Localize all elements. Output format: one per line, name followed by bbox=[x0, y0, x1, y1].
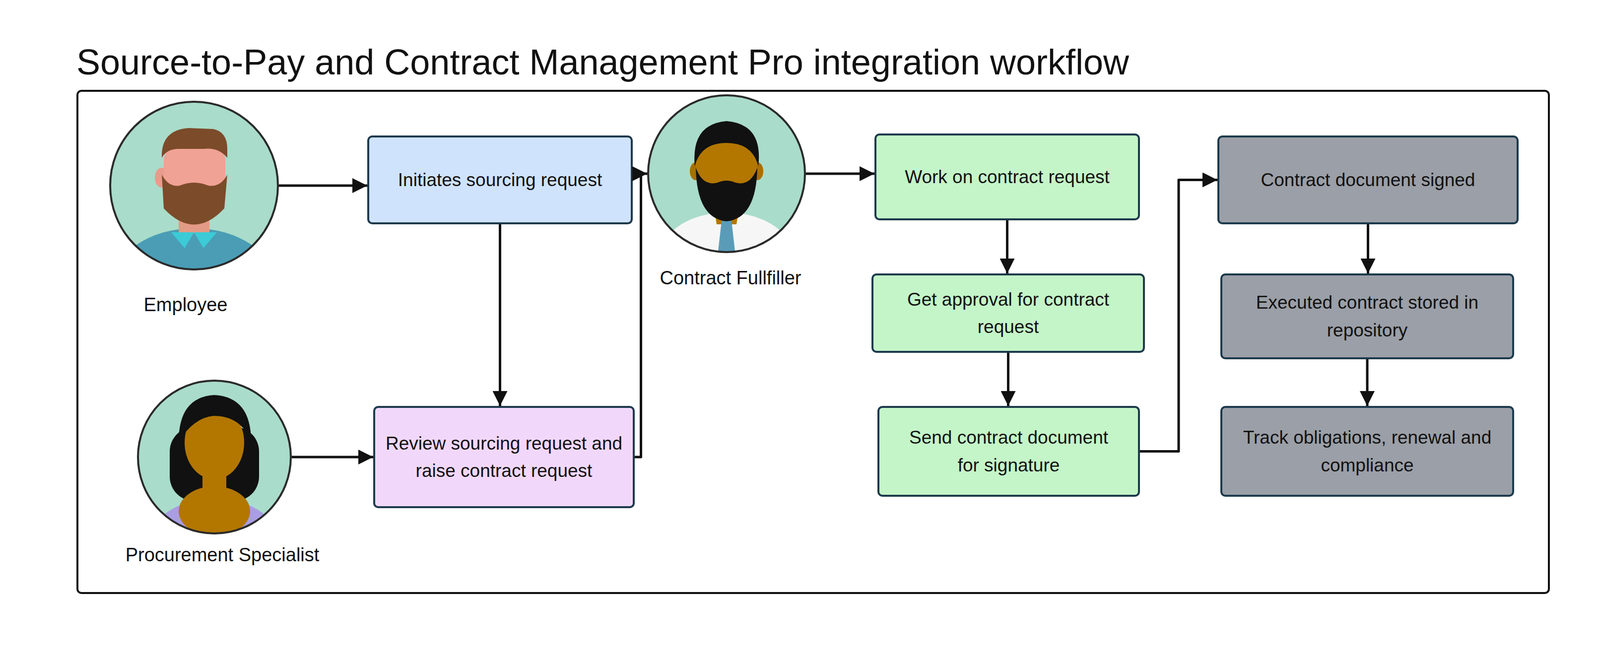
process-box: Work on contract request bbox=[874, 133, 1140, 221]
actor-circle: Procurement Specialist bbox=[136, 379, 292, 535]
actor-circle: Employee bbox=[109, 100, 279, 271]
flow-arrow bbox=[1006, 352, 1010, 406]
process-box: Send contract document for signature bbox=[877, 405, 1140, 497]
flow-arrow bbox=[805, 172, 875, 176]
actor-circle: Contract Fullfiller bbox=[647, 94, 806, 254]
box-text-group: Contract document signed bbox=[1261, 166, 1476, 195]
diagram-title: Source-to-Pay and Contract Management Pr… bbox=[76, 41, 1130, 83]
flow-arrow bbox=[498, 224, 502, 406]
box-text-group: Send contract document for signature bbox=[901, 423, 1117, 479]
process-box: Initiates sourcing request bbox=[367, 135, 633, 225]
process-box: Executed contract stored in repository bbox=[1220, 273, 1515, 360]
box-text: Track obligations, renewal and complianc… bbox=[1226, 423, 1509, 479]
actor-label: Employee bbox=[11, 294, 360, 316]
process-box: Track obligations, renewal and complianc… bbox=[1220, 405, 1515, 497]
box-text-group: Get approval for contract request bbox=[877, 285, 1139, 341]
actor-label: Contract Fullfiller bbox=[556, 267, 905, 289]
box-text-group: Track obligations, renewal and complianc… bbox=[1226, 423, 1509, 479]
box-text: Send contract document for signature bbox=[901, 423, 1117, 479]
box-text: Get approval for contract request bbox=[877, 285, 1139, 341]
flow-arrow bbox=[291, 456, 374, 459]
box-text: Executed contract stored in repository bbox=[1226, 288, 1509, 344]
process-box: Get approval for contract request bbox=[871, 273, 1145, 353]
box-text: Review sourcing request and raise contra… bbox=[379, 429, 629, 485]
flow-arrow bbox=[634, 173, 648, 458]
box-text-group: Review sourcing request and raise contra… bbox=[379, 429, 629, 485]
box-text: Work on contract request bbox=[904, 163, 1110, 192]
flow-arrow bbox=[1005, 220, 1009, 274]
box-text-group: Work on contract request bbox=[904, 163, 1110, 192]
flow-arrow bbox=[1139, 180, 1218, 452]
flow-arrow bbox=[1366, 224, 1370, 274]
box-text-group: Executed contract stored in repository bbox=[1226, 288, 1509, 344]
actor-label: Procurement Specialist bbox=[48, 544, 397, 566]
box-text-group: Initiates sourcing request bbox=[398, 166, 602, 195]
process-box: Review sourcing request and raise contra… bbox=[373, 405, 635, 509]
box-text: Initiates sourcing request bbox=[398, 166, 602, 195]
flow-arrow bbox=[1366, 359, 1369, 406]
box-text: Contract document signed bbox=[1261, 166, 1476, 195]
flow-arrow bbox=[278, 184, 368, 188]
process-box: Contract document signed bbox=[1217, 135, 1519, 225]
